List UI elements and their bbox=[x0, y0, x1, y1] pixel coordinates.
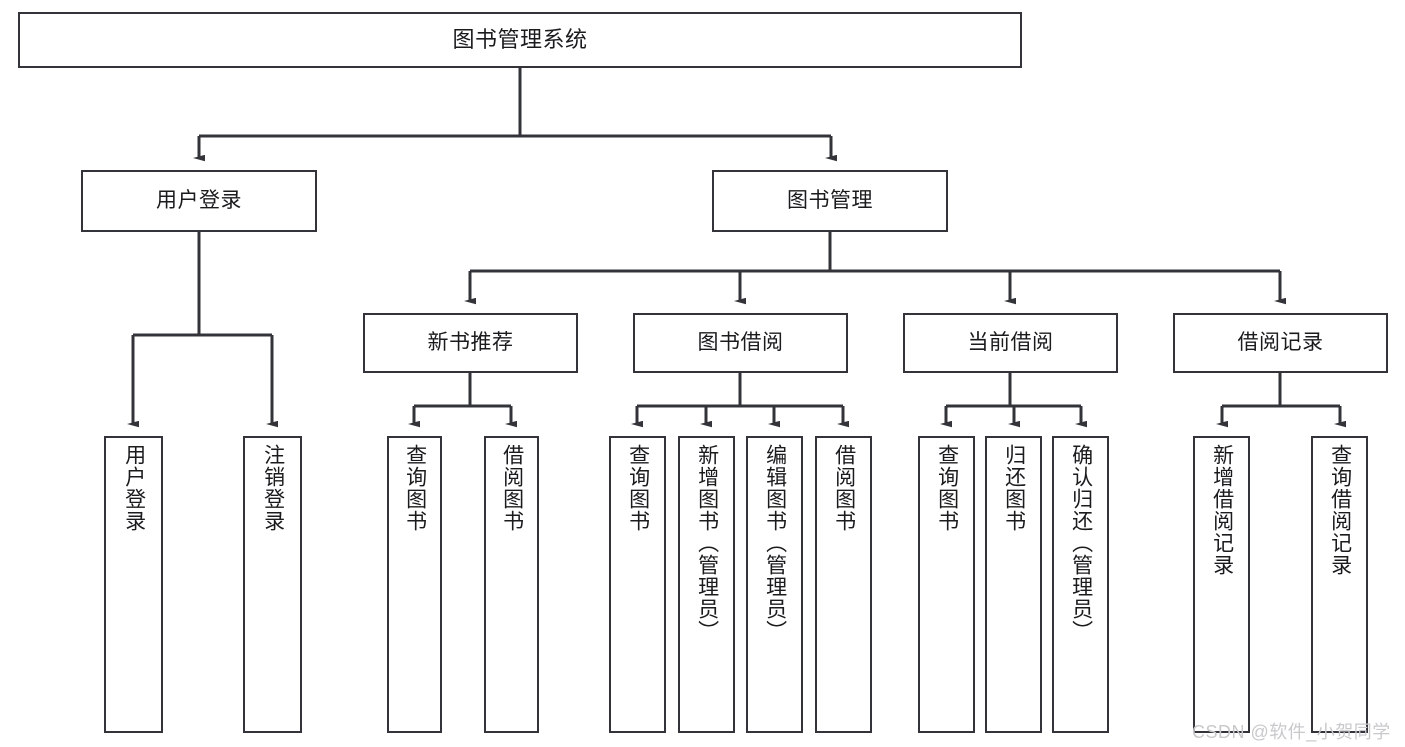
leaf-user-login-logout[interactable]: 注销登录 bbox=[243, 436, 302, 733]
leaf-user-login-login[interactable]: 用户登录 bbox=[104, 436, 163, 733]
node-label: 新书推荐 bbox=[427, 330, 514, 354]
node-label: 查询图书 bbox=[403, 444, 427, 532]
node-label: 归还图书 bbox=[1002, 444, 1026, 532]
leaf-borrow-record-query-record[interactable]: 查询借阅记录 bbox=[1311, 436, 1368, 733]
leaf-current-borrow-query-book[interactable]: 查询图书 bbox=[918, 436, 975, 733]
leaf-borrow-record-add-record[interactable]: 新增借阅记录 bbox=[1193, 436, 1250, 733]
node-label: 查询借阅记录 bbox=[1328, 444, 1352, 576]
leaf-current-borrow-return-book[interactable]: 归还图书 bbox=[985, 436, 1042, 733]
node-label: 用户登录 bbox=[122, 444, 146, 532]
node-label: 编辑图书（管理员） bbox=[763, 444, 787, 642]
node-label: 查询图书 bbox=[626, 444, 650, 532]
node-label: 新增借阅记录 bbox=[1210, 444, 1234, 576]
node-book-management[interactable]: 图书管理 bbox=[712, 170, 948, 232]
leaf-book-borrow-borrow-book[interactable]: 借阅图书 bbox=[815, 436, 872, 733]
node-root-book-management-system[interactable]: 图书管理系统 bbox=[18, 12, 1022, 68]
leaf-book-borrow-add-book-admin[interactable]: 新增图书（管理员） bbox=[678, 436, 735, 733]
node-label: 确认归还（管理员） bbox=[1069, 444, 1093, 642]
node-label: 用户登录 bbox=[156, 188, 242, 212]
node-new-book-recommendation[interactable]: 新书推荐 bbox=[363, 313, 578, 373]
node-borrowing-record[interactable]: 借阅记录 bbox=[1173, 313, 1388, 373]
leaf-new-book-query-book[interactable]: 查询图书 bbox=[387, 436, 442, 733]
node-label: 借阅图书 bbox=[832, 444, 856, 532]
node-book-borrowing[interactable]: 图书借阅 bbox=[633, 313, 848, 373]
node-label: 查询图书 bbox=[935, 444, 959, 532]
node-label: 借阅图书 bbox=[500, 444, 524, 532]
node-current-borrowing[interactable]: 当前借阅 bbox=[903, 313, 1118, 373]
node-label: 图书管理 bbox=[787, 188, 873, 212]
node-user-login[interactable]: 用户登录 bbox=[81, 170, 317, 232]
csdn-watermark: CSDN @软件_小贺同学 bbox=[1192, 722, 1391, 742]
node-label: 当前借阅 bbox=[967, 330, 1054, 354]
leaf-new-book-borrow-book[interactable]: 借阅图书 bbox=[484, 436, 539, 733]
node-label: 图书借阅 bbox=[697, 330, 784, 354]
leaf-book-borrow-query-book[interactable]: 查询图书 bbox=[609, 436, 666, 733]
leaf-current-borrow-confirm-return-admin[interactable]: 确认归还（管理员） bbox=[1052, 436, 1109, 733]
leaf-book-borrow-edit-book-admin[interactable]: 编辑图书（管理员） bbox=[746, 436, 803, 733]
node-label: 图书管理系统 bbox=[452, 27, 588, 53]
node-label: 注销登录 bbox=[261, 444, 285, 532]
node-label: 新增图书（管理员） bbox=[695, 444, 719, 642]
node-label: 借阅记录 bbox=[1237, 330, 1324, 354]
